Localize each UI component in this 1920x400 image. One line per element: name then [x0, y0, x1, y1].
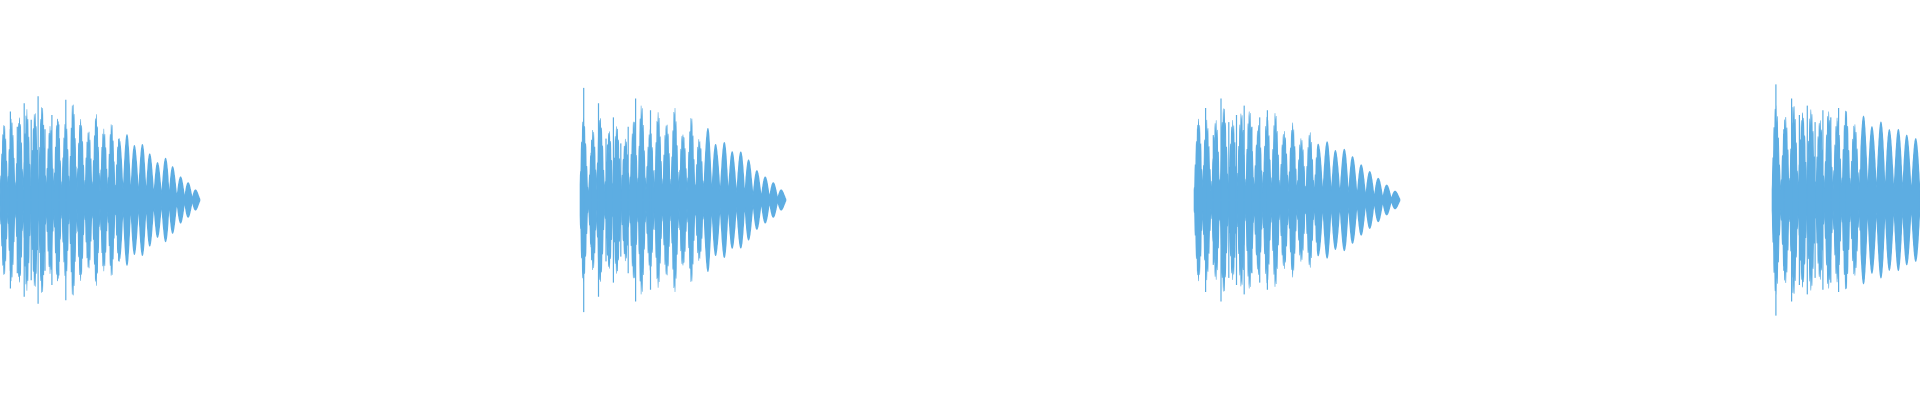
waveform-clip-3[interactable]	[1193, 98, 1401, 302]
waveform-clip-1[interactable]	[0, 96, 201, 304]
waveform-clip-2[interactable]	[579, 87, 787, 313]
waveform-clip-4[interactable]	[1771, 84, 1920, 316]
waveform-clips	[0, 84, 1920, 316]
